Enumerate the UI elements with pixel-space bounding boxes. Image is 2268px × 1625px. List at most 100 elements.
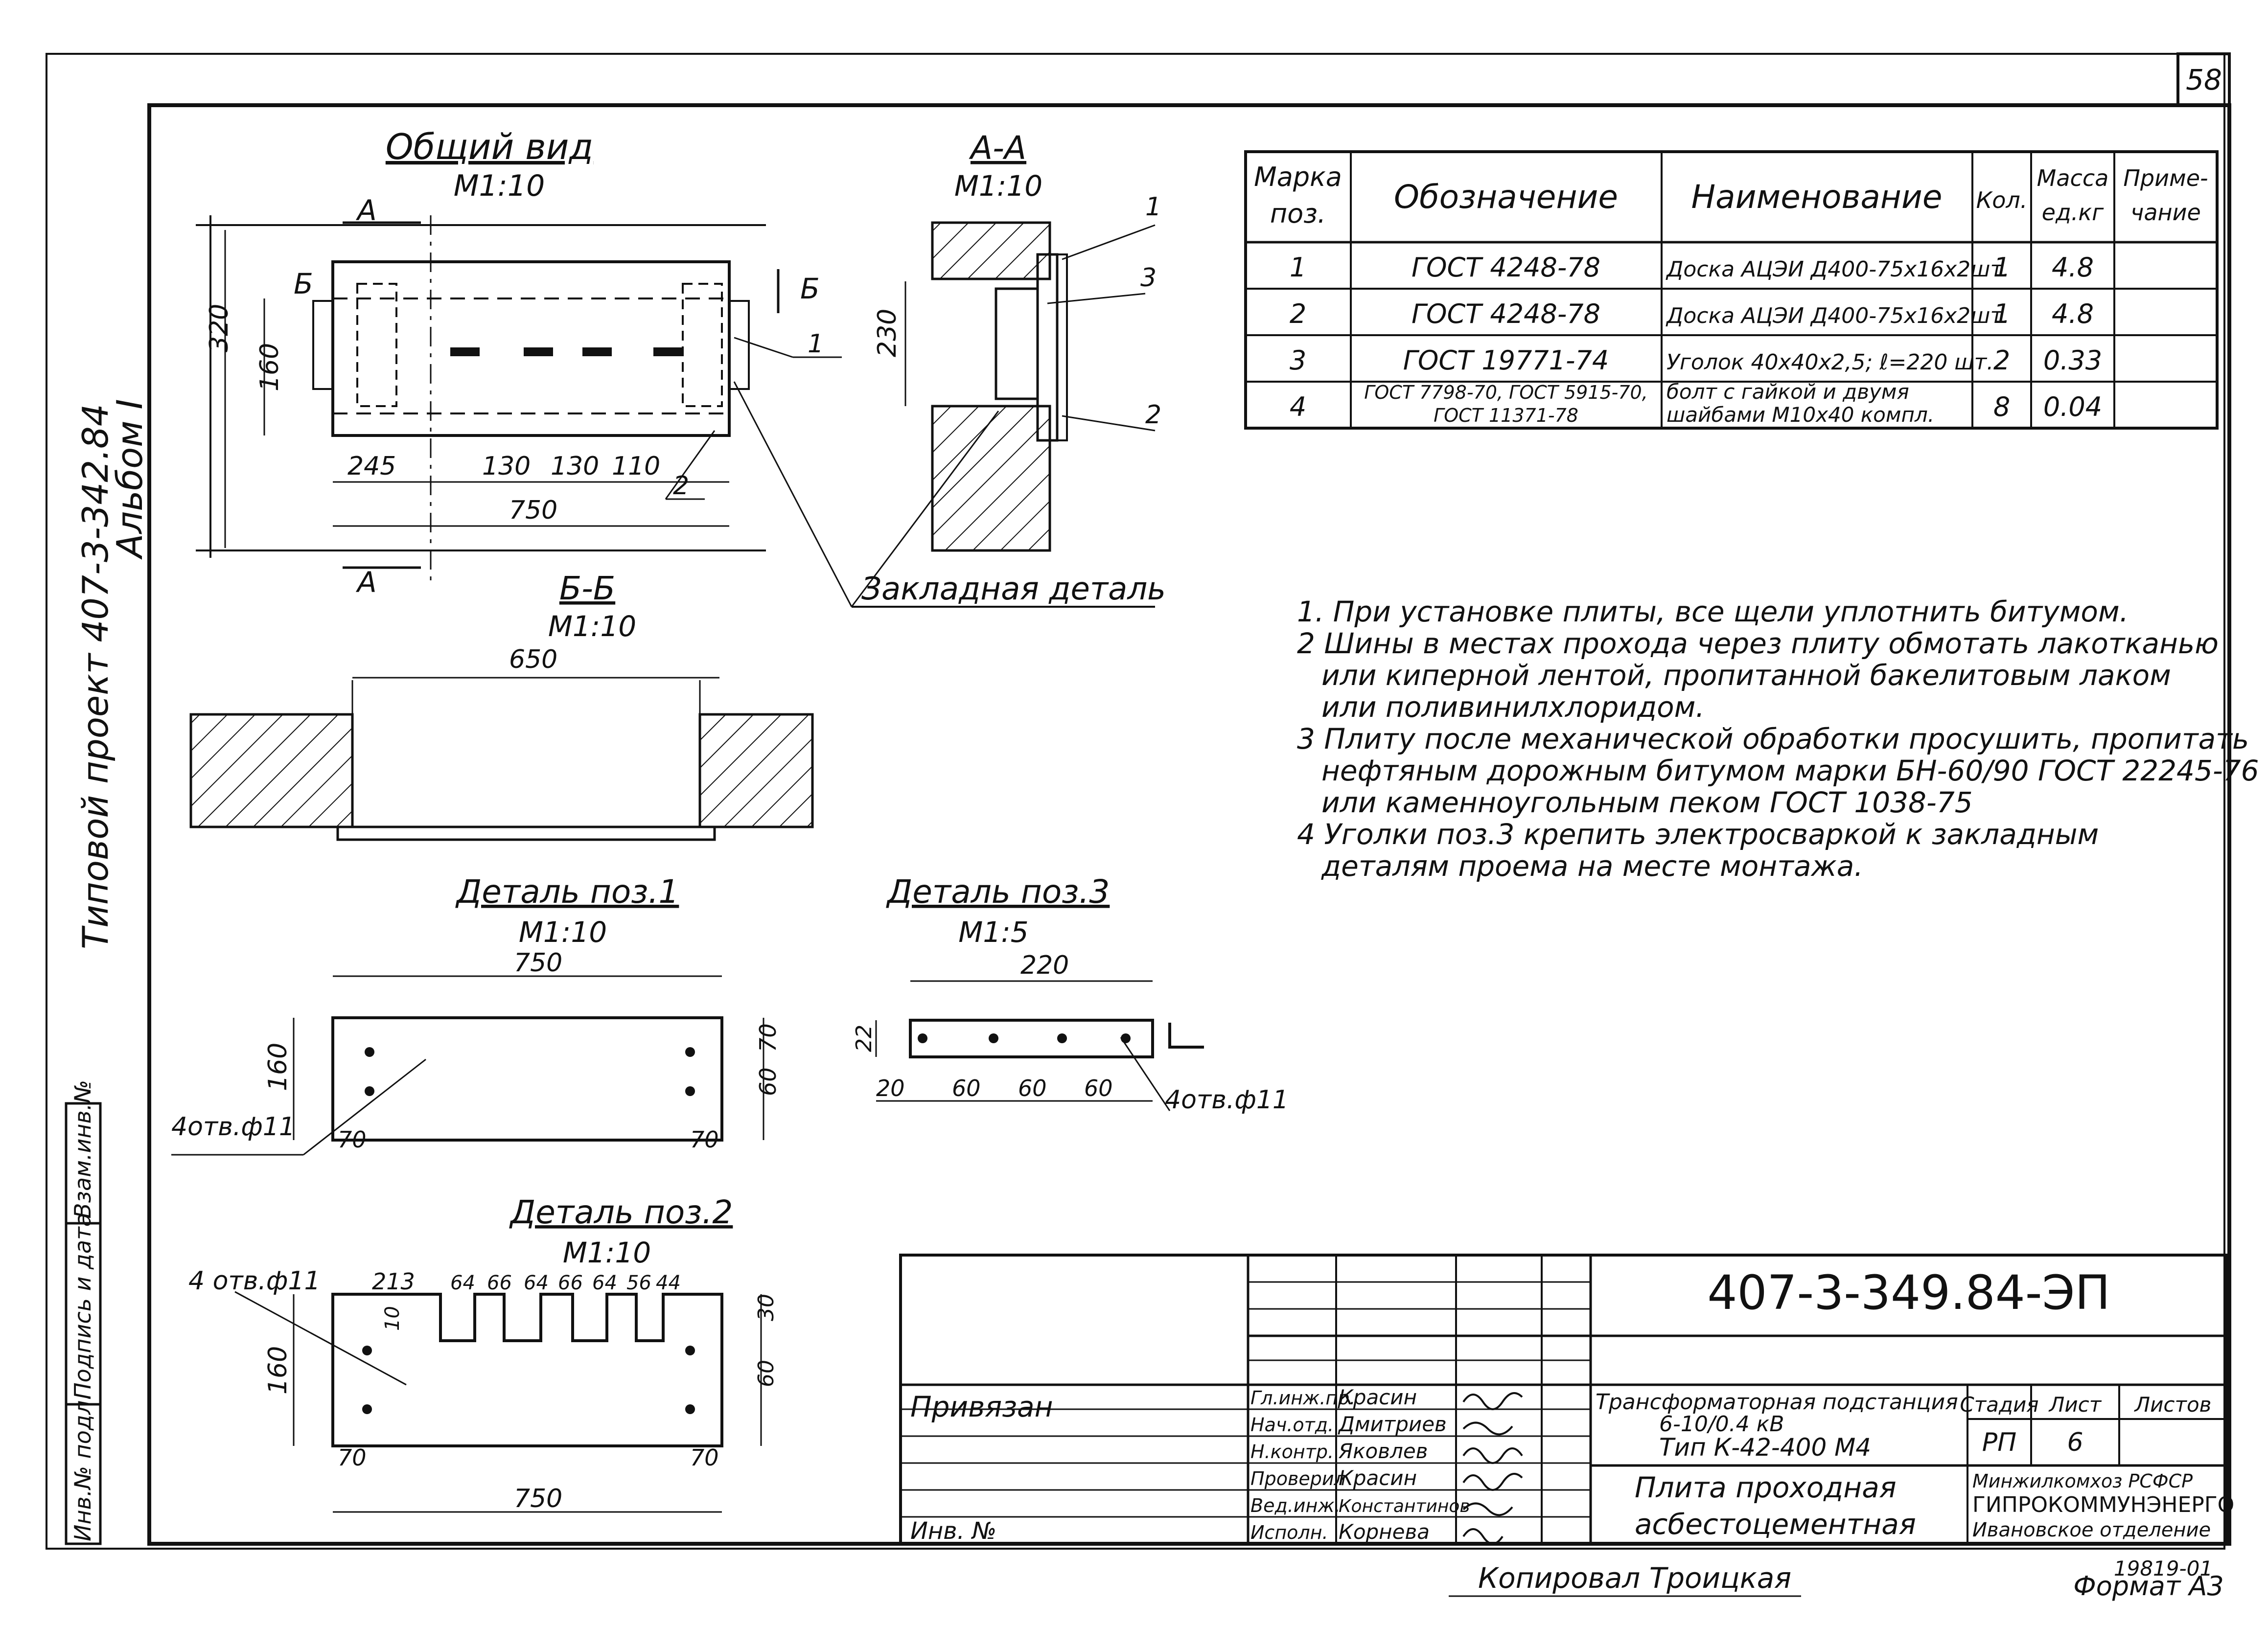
row-mass: 4.8 xyxy=(2052,252,2094,283)
detail2-top-dim: 64 xyxy=(524,1272,549,1294)
section-b-right: Б xyxy=(800,272,820,305)
detail3-dim-60a: 60 xyxy=(952,1075,981,1101)
general-view: Общий вид М1:10 А А Б Б 320 160 245 130 xyxy=(196,126,842,599)
detail2-dim-60: 60 xyxy=(754,1360,779,1387)
row-mark: 4 xyxy=(1290,391,1306,422)
note-line: или поливинилхлоридом. xyxy=(1321,690,1705,724)
row-mass: 0.04 xyxy=(2043,391,2102,422)
detail-pos3: Деталь поз.3 М1:5 220 22 20 60 60 60 4от… xyxy=(852,873,1289,1115)
detail2-title: Деталь поз.2 xyxy=(509,1193,733,1231)
embedded-detail-label: Закладная деталь xyxy=(861,571,1166,607)
side-stamp-inv: Инв.№ подл. xyxy=(69,1393,96,1541)
footer-number: 19819-01 xyxy=(2114,1556,2213,1580)
dim-160: 160 xyxy=(255,343,284,391)
row-mark: 3 xyxy=(1290,345,1306,376)
sheet-title-1: Плита проходная xyxy=(1635,1471,1897,1504)
notes: 1. При установке плиты, все щели уплотни… xyxy=(1297,595,2259,883)
aa-scale: М1:10 xyxy=(954,169,1042,203)
section-a-bottom: А xyxy=(355,566,377,599)
row-name: Уголок 40х40х2,5; ℓ=220 шт. xyxy=(1666,350,1993,375)
format-label: Формат А3 xyxy=(2073,1571,2224,1602)
detail1-dim-70-bottom-right: 70 xyxy=(690,1126,719,1153)
detail3-dim-60b: 60 xyxy=(1018,1075,1047,1101)
aa-dim-230: 230 xyxy=(873,309,902,357)
bb-title: Б-Б xyxy=(559,570,615,607)
row-qty: 1 xyxy=(1993,252,2010,283)
dim-750: 750 xyxy=(509,496,557,525)
sheets-label: Листов xyxy=(2134,1393,2212,1417)
detail2-dim-70-right: 70 xyxy=(690,1444,719,1471)
note-line: 2 Шины в местах прохода через плиту обмо… xyxy=(1297,627,2219,660)
bound-label: Привязан xyxy=(910,1390,1053,1423)
project-line-1: Трансформаторная подстанция xyxy=(1596,1390,1958,1415)
detail3-title: Деталь поз.3 xyxy=(886,873,1110,911)
org-line-2: ГИПРОКОММУНЭНЕРГО xyxy=(1972,1492,2234,1517)
row-designation: ГОСТ 7798-70, ГОСТ 5915-70, xyxy=(1364,382,1648,403)
detail-pos2: Деталь поз.2 М1:10 4 отв.ф11 213 64 66 6… xyxy=(188,1193,779,1513)
detail1-dim-70r: 70 xyxy=(755,1023,781,1052)
general-view-title: Общий вид xyxy=(386,126,593,167)
stage-value: РП xyxy=(1982,1428,2016,1457)
spec-header-note: Приме- xyxy=(2123,165,2208,191)
general-callout-2: 2 xyxy=(673,471,689,501)
detail2-top-dim: 213 xyxy=(372,1268,415,1295)
outer-border xyxy=(46,53,2225,1550)
spec-header-qty: Кол. xyxy=(1976,187,2028,213)
role: Проверил xyxy=(1250,1468,1346,1489)
detail1-holes: 4отв.ф11 xyxy=(171,1112,295,1142)
detail2-dim-30: 30 xyxy=(754,1294,779,1321)
row-mass: 0.33 xyxy=(2043,345,2102,376)
row-designation: ГОСТ 4248-78 xyxy=(1412,298,1600,329)
aa-callout-1: 1 xyxy=(1145,192,1161,222)
detail2-dim-160: 160 xyxy=(263,1346,293,1395)
detail3-dim-20: 20 xyxy=(876,1075,905,1101)
spec-header-mark: Марка xyxy=(1254,161,1342,192)
stage-label: Стадия xyxy=(1960,1393,2038,1417)
note-line: или каменноугольным пеком ГОСТ 1038-75 xyxy=(1321,786,1973,819)
row-designation: ГОСТ 19771-74 xyxy=(1403,345,1609,376)
person-name: Дмитриев xyxy=(1338,1412,1447,1436)
section-aa: А-А М1:10 230 1 3 2 xyxy=(873,129,1161,552)
row-name: болт с гайкой и двумя xyxy=(1666,380,1909,404)
detail3-dim-22: 22 xyxy=(852,1025,877,1052)
person-name: Красин xyxy=(1339,1466,1417,1490)
detail1-dim-60r: 60 xyxy=(755,1067,781,1096)
row-mark: 1 xyxy=(1290,252,1306,283)
detail3-scale: М1:5 xyxy=(958,915,1028,949)
role: Вед.инж. xyxy=(1250,1495,1341,1516)
detail2-top-dim: 64 xyxy=(450,1272,475,1294)
bb-dim-650: 650 xyxy=(509,645,557,674)
table-row: 4 ГОСТ 7798-70, ГОСТ 5915-70, ГОСТ 11371… xyxy=(1290,380,2102,427)
detail2-top-dim: 66 xyxy=(487,1272,512,1294)
detail2-dim-10: 10 xyxy=(381,1306,404,1331)
org-line-3: Ивановское отделение xyxy=(1972,1519,2211,1541)
section-b-left: Б xyxy=(294,267,313,300)
spec-header-name: Наименование xyxy=(1691,178,1943,216)
aa-title: А-А xyxy=(969,129,1026,167)
side-stamp-replace: Взам.инв.№ xyxy=(69,1080,96,1218)
detail2-scale: М1:10 xyxy=(563,1236,651,1269)
note-line: деталям проема на месте монтажа. xyxy=(1321,849,1863,883)
note-line: 4 Уголки поз.3 крепить электросваркой к … xyxy=(1297,818,2099,851)
detail2-top-dim: 56 xyxy=(626,1272,651,1294)
sheet-title-2: асбестоцементная xyxy=(1635,1508,1916,1541)
detail3-dim-220: 220 xyxy=(1020,951,1069,980)
spec-header-mark-2: поз. xyxy=(1270,198,1326,229)
detail1-scale: М1:10 xyxy=(519,915,607,949)
spec-header-mass: Масса xyxy=(2037,165,2109,191)
row-qty: 1 xyxy=(1993,298,2010,329)
row-mark: 2 xyxy=(1290,298,1306,329)
aa-callout-3: 3 xyxy=(1140,263,1157,293)
person-name: Константинов xyxy=(1339,1496,1470,1516)
sheet-label: Лист xyxy=(2048,1393,2102,1417)
detail3-holes: 4отв.ф11 xyxy=(1165,1085,1289,1115)
role: Н.контр. xyxy=(1250,1441,1334,1463)
row-mass: 4.8 xyxy=(2052,298,2094,329)
inv-label: Инв. № xyxy=(910,1517,996,1545)
person-name: Красин xyxy=(1339,1385,1417,1409)
project-line-2: 6-10/0.4 кВ xyxy=(1659,1412,1784,1437)
dim-130b: 130 xyxy=(551,452,599,481)
note-line: 3 Плиту после механической обработки про… xyxy=(1297,722,2249,755)
spec-header-note-2: чание xyxy=(2130,199,2201,226)
row-qty: 2 xyxy=(1993,345,2010,376)
